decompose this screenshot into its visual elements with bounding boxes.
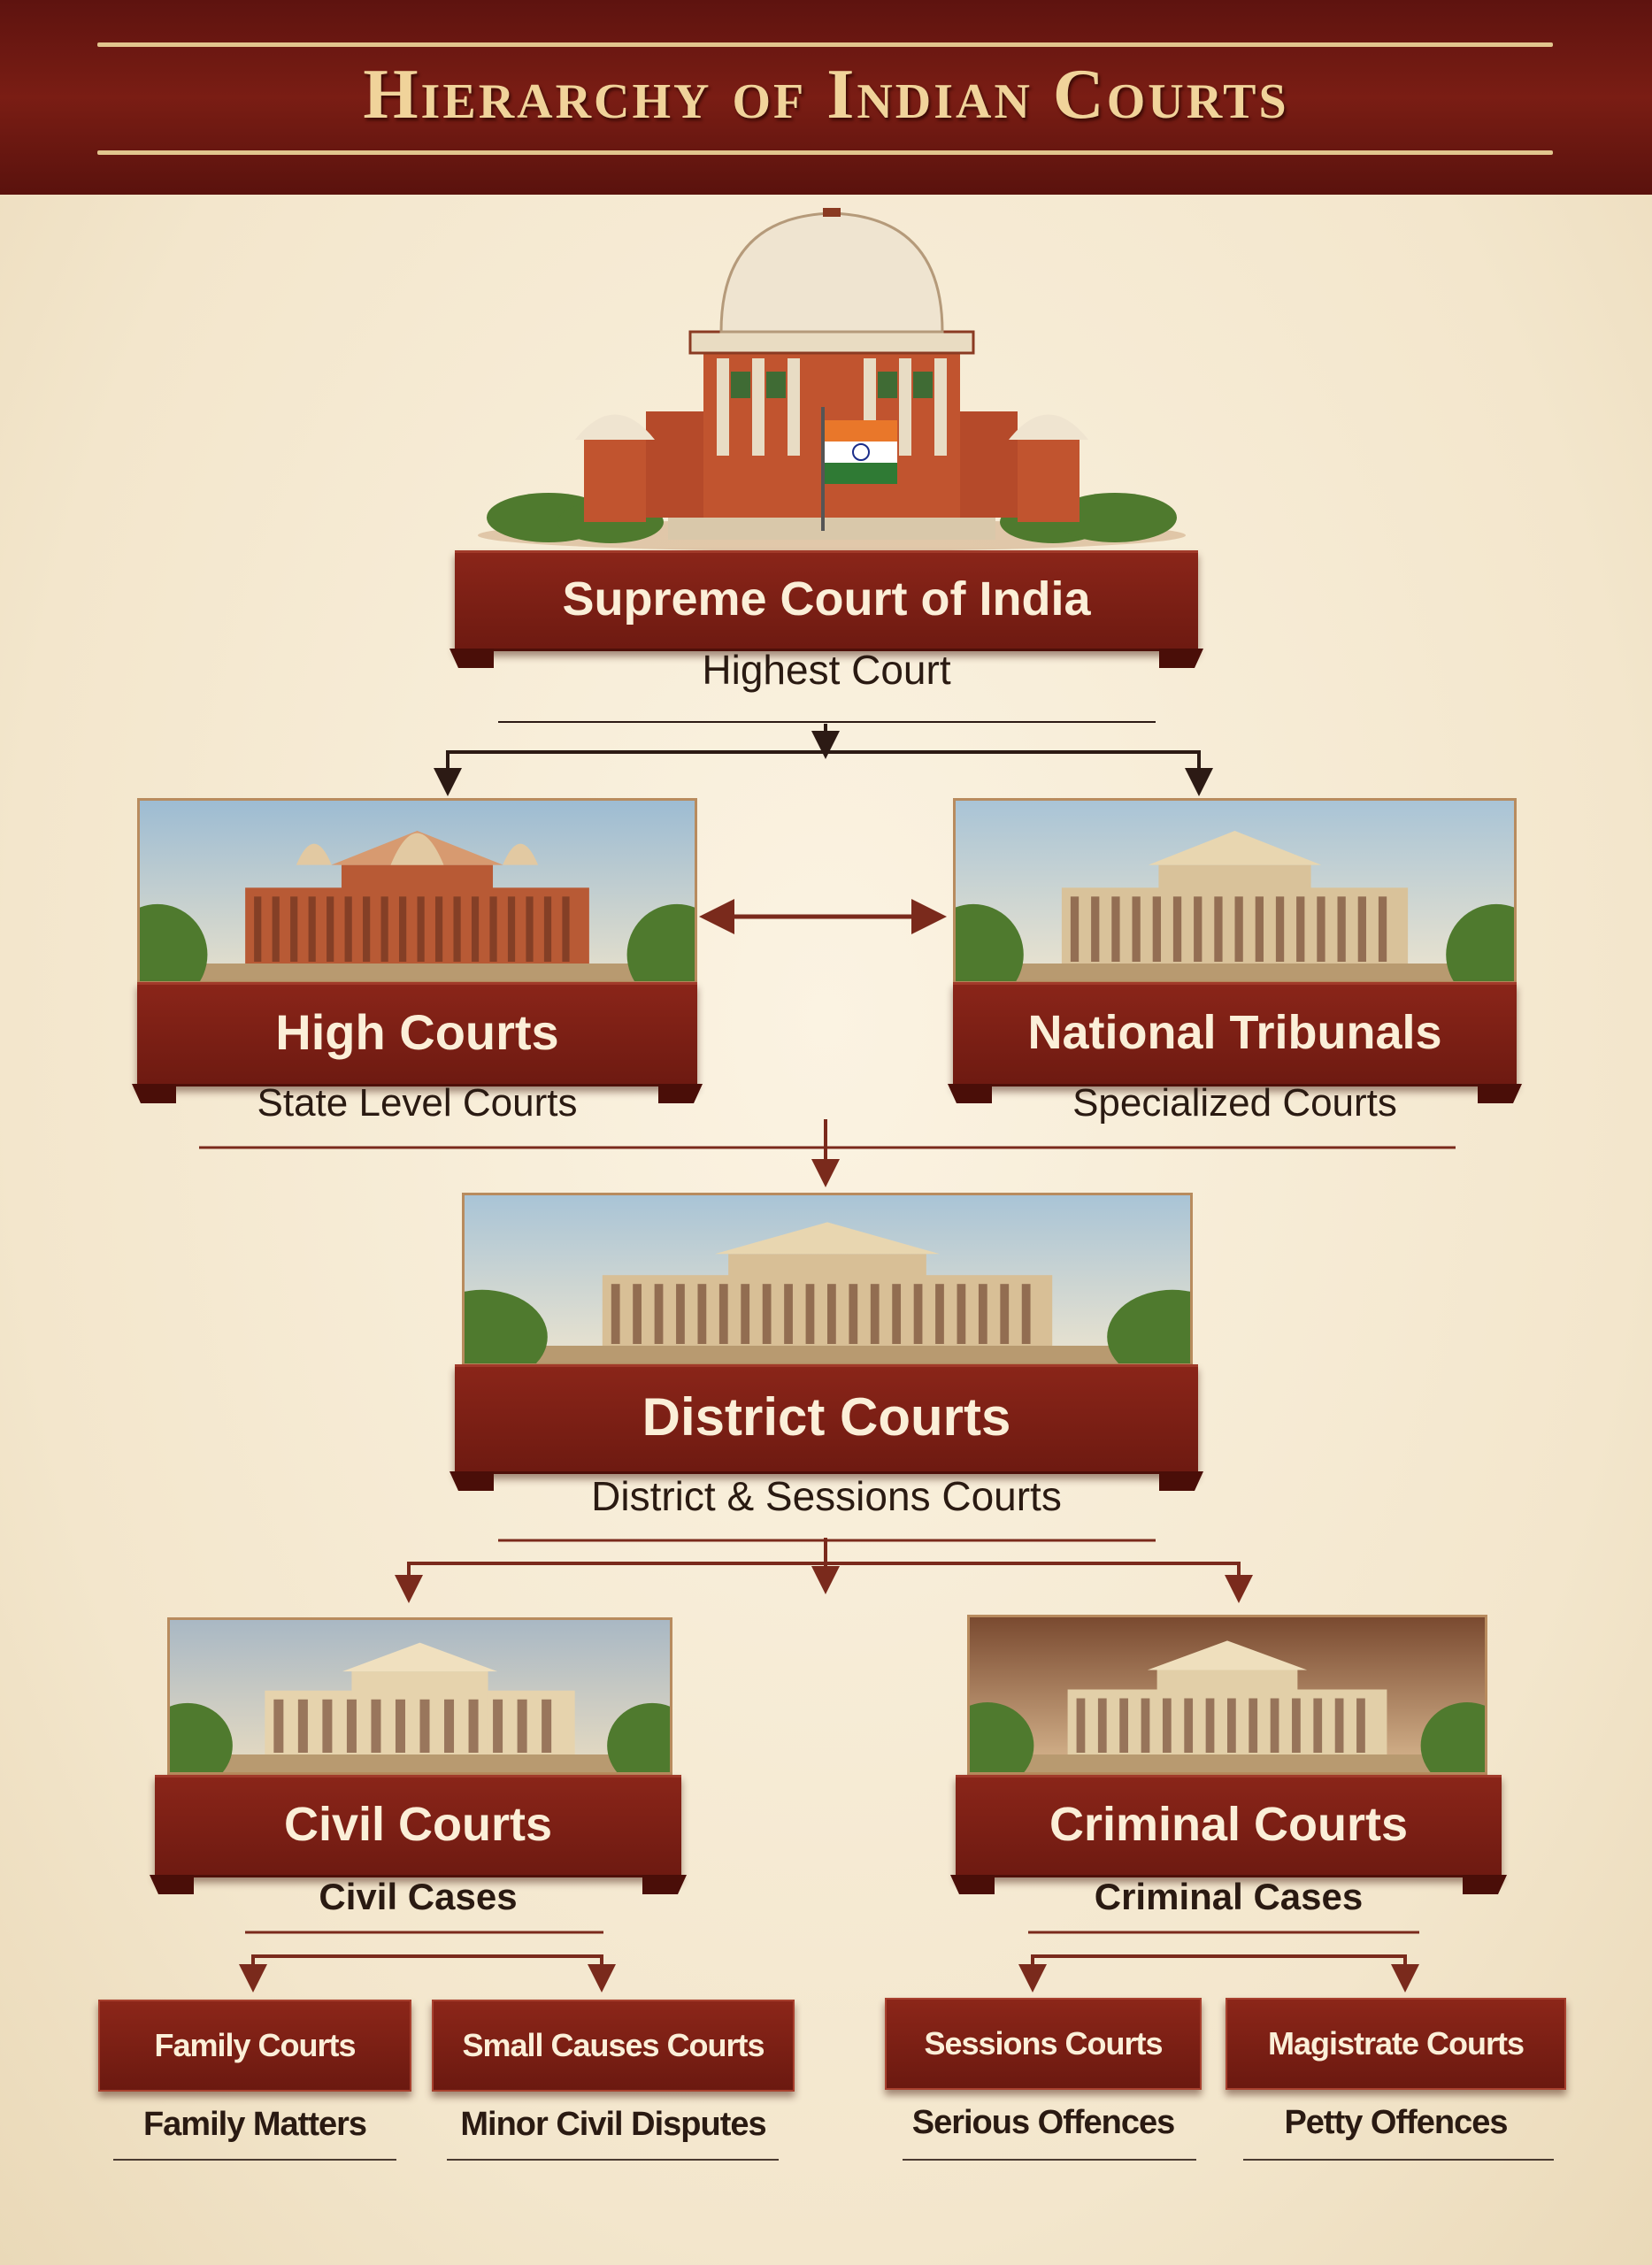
- branch-connector: [1031, 1954, 1419, 1992]
- sessions-courts-box: Sessions Courts: [885, 1998, 1202, 2090]
- national-tribunals-title: National Tribunals: [1027, 1006, 1442, 1059]
- civil-courts-subtitle: Civil Cases: [319, 1876, 518, 1917]
- criminal-courts-subtitle: Criminal Cases: [1094, 1876, 1364, 1917]
- magistrate-courts-box: Magistrate Courts: [1226, 1998, 1566, 2090]
- building-icon: [465, 1222, 1190, 1363]
- district-courts-subtitle: District & Sessions Courts: [591, 1473, 1062, 1519]
- high-courts-building-illustration: [137, 798, 697, 984]
- branch-connector: [446, 750, 1213, 796]
- civil-courts-title: Civil Courts: [283, 1798, 553, 1851]
- header-banner: Hierarchy of Indian Courts: [0, 0, 1652, 195]
- sessions-courts-subtitle: Serious Offences: [911, 2104, 1176, 2141]
- header-rule-bottom: [97, 150, 1553, 155]
- district-courts-building-illustration: [462, 1193, 1193, 1366]
- supreme-court-ribbon: Supreme Court of India: [455, 550, 1198, 651]
- high-courts-ribbon: High Courts: [137, 982, 697, 1086]
- high-courts-title: High Courts: [275, 1004, 559, 1060]
- criminal-courts-ribbon: Criminal Courts: [956, 1775, 1502, 1877]
- building-icon: [170, 1642, 670, 1772]
- family-courts-box: Family Courts: [98, 2000, 411, 2092]
- page-title: Hierarchy of Indian Courts: [363, 56, 1289, 134]
- building-icon: [140, 831, 695, 981]
- national-tribunals-ribbon: National Tribunals: [953, 982, 1517, 1086]
- supreme-court-building-illustration: [478, 208, 1186, 551]
- national-tribunals-building-illustration: [953, 798, 1517, 984]
- branch-connector: [251, 1954, 616, 1992]
- magistrate-courts-subtitle: Petty Offences: [1284, 2104, 1508, 2141]
- supreme-court-title: Supreme Court of India: [562, 572, 1091, 626]
- building-icon: [956, 831, 1514, 981]
- small-causes-courts-subtitle: Minor Civil Disputes: [460, 2106, 766, 2143]
- header-rule-top: [97, 42, 1553, 47]
- family-courts-subtitle: Family Matters: [142, 2106, 367, 2143]
- supreme-court-subtitle: Highest Court: [702, 647, 951, 693]
- civil-courts-building-illustration: [167, 1617, 672, 1775]
- civil-courts-ribbon: Civil Courts: [155, 1775, 681, 1877]
- district-courts-ribbon: District Courts: [455, 1364, 1198, 1474]
- national-tribunals-subtitle: Specialized Courts: [1072, 1081, 1397, 1125]
- criminal-courts-title: Criminal Courts: [1049, 1798, 1409, 1851]
- high-courts-subtitle: State Level Courts: [257, 1081, 578, 1125]
- criminal-courts-building-illustration: [967, 1615, 1487, 1775]
- building-icon: [970, 1640, 1485, 1772]
- small-causes-courts-box: Small Causes Courts: [432, 2000, 795, 2092]
- district-courts-title: District Courts: [642, 1387, 1011, 1447]
